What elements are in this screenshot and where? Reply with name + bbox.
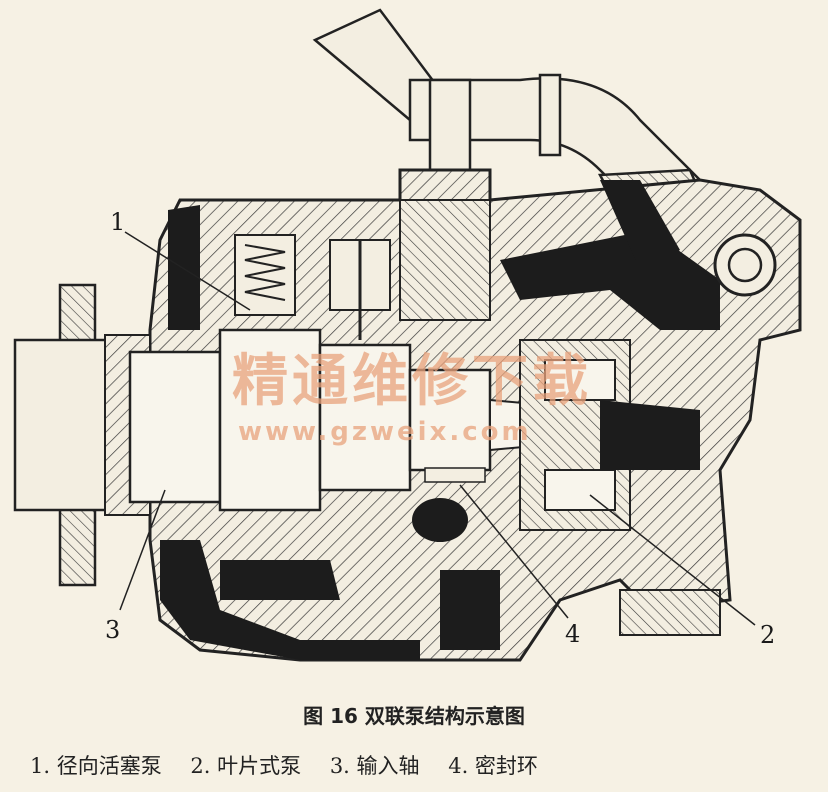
legend-item-vane-pump: 2. 叶片式泵 xyxy=(190,754,302,778)
vane-pump xyxy=(519,233,777,636)
radial-piston-pump xyxy=(234,199,491,340)
legend-item-input-shaft: 3. 输入轴 xyxy=(329,754,420,778)
callout-3: 3 xyxy=(105,616,120,644)
watermark-url: www.gzweix.com xyxy=(238,417,532,447)
figure-caption: 图 16 双联泵结构示意图 xyxy=(303,704,525,728)
pump-cross-section-drawing: 1 3 4 2 精通维修下载 www.gzweix.com xyxy=(13,8,802,662)
legend: 1. 径向活塞泵 2. 叶片式泵 3. 输入轴 4. 密封环 xyxy=(30,750,810,780)
callout-4: 4 xyxy=(565,620,580,648)
callout-1: 1 xyxy=(110,208,125,236)
seal-ring xyxy=(412,467,486,542)
watermark-title: 精通维修下载 xyxy=(232,349,592,414)
callout-2: 2 xyxy=(760,621,775,649)
leader-lines xyxy=(119,231,756,626)
legend-item-radial-piston-pump: 1. 径向活塞泵 xyxy=(30,754,162,778)
input-shaft xyxy=(13,283,601,587)
legend-item-seal-ring: 4. 密封环 xyxy=(448,754,538,778)
